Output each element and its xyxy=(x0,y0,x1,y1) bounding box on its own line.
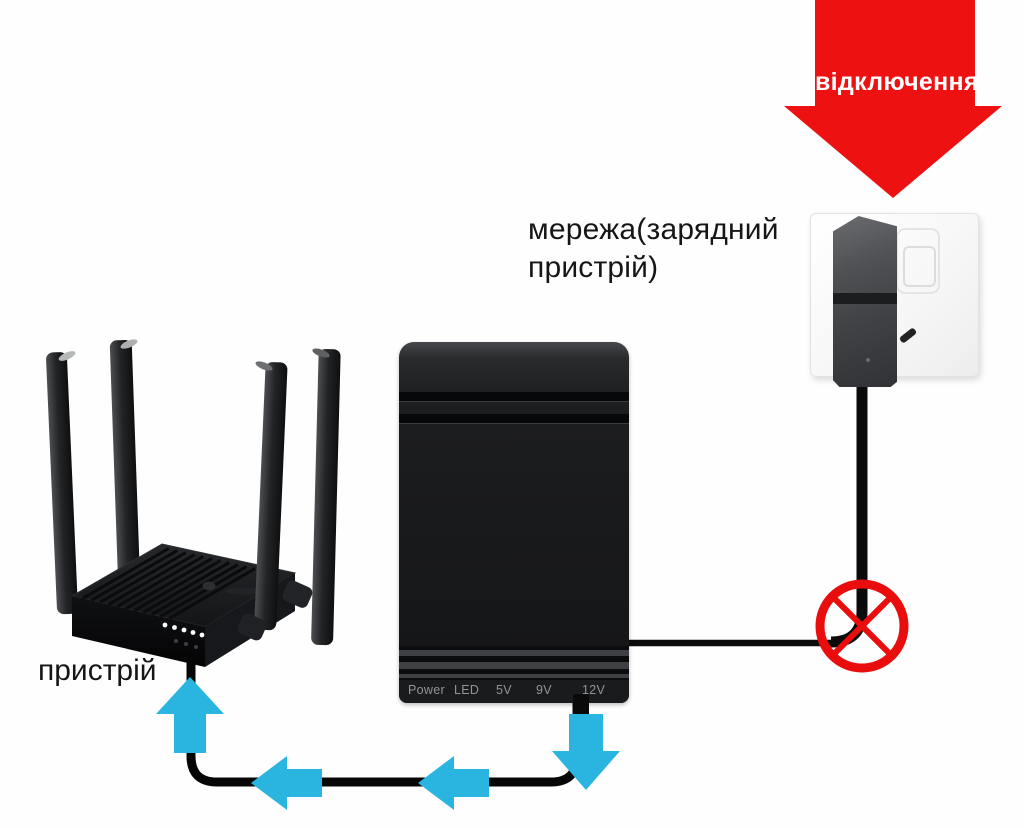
device-label: пристрій xyxy=(38,654,157,687)
router-front-face xyxy=(72,596,205,667)
ups-output-connector xyxy=(573,694,589,716)
router-antenna-front-right xyxy=(237,361,288,641)
ups-label-9v: 9V xyxy=(536,683,552,697)
ups-label-led: LED xyxy=(454,683,480,697)
router-antenna-back-left-2 xyxy=(109,339,141,611)
router-device xyxy=(46,339,341,667)
ups-label-power: Power xyxy=(408,683,445,697)
mains-label: мережа(зарядний пристрій) xyxy=(528,211,779,287)
router-antenna-back-left xyxy=(46,351,78,615)
flow-arrow-left-1-icon xyxy=(251,756,322,810)
ups-groove xyxy=(399,414,629,424)
router-vents xyxy=(81,547,256,620)
ups-label-12v: 12V xyxy=(582,683,606,697)
outlet-socket-outline xyxy=(896,228,940,294)
ups-groove xyxy=(399,392,629,402)
ups-port-panel: Power LED 5V 9V 12V xyxy=(399,680,629,703)
disconnect-arrow-icon xyxy=(784,0,1002,198)
ups-vent-ridges xyxy=(399,646,629,680)
charger-plug xyxy=(833,216,897,387)
no-symbol-icon xyxy=(815,579,909,673)
router-leds xyxy=(162,622,205,649)
router-logo xyxy=(202,581,216,591)
flow-arrow-up-icon xyxy=(156,677,224,753)
flow-arrow-left-2-icon xyxy=(418,756,489,810)
disconnect-label: відключення xyxy=(815,68,979,96)
router-antenna-far-right xyxy=(282,348,341,646)
outlet-socket-inner xyxy=(903,246,936,287)
charger-band xyxy=(833,293,897,304)
mains-label-line1: мережа(зарядний xyxy=(528,213,779,246)
charger-led xyxy=(866,358,870,362)
mains-label-line2: пристрій) xyxy=(528,251,659,284)
ups-label-5v: 5V xyxy=(496,683,512,697)
ups-device: Power LED 5V 9V 12V xyxy=(399,342,629,716)
flow-arrow-down-icon xyxy=(552,714,620,790)
